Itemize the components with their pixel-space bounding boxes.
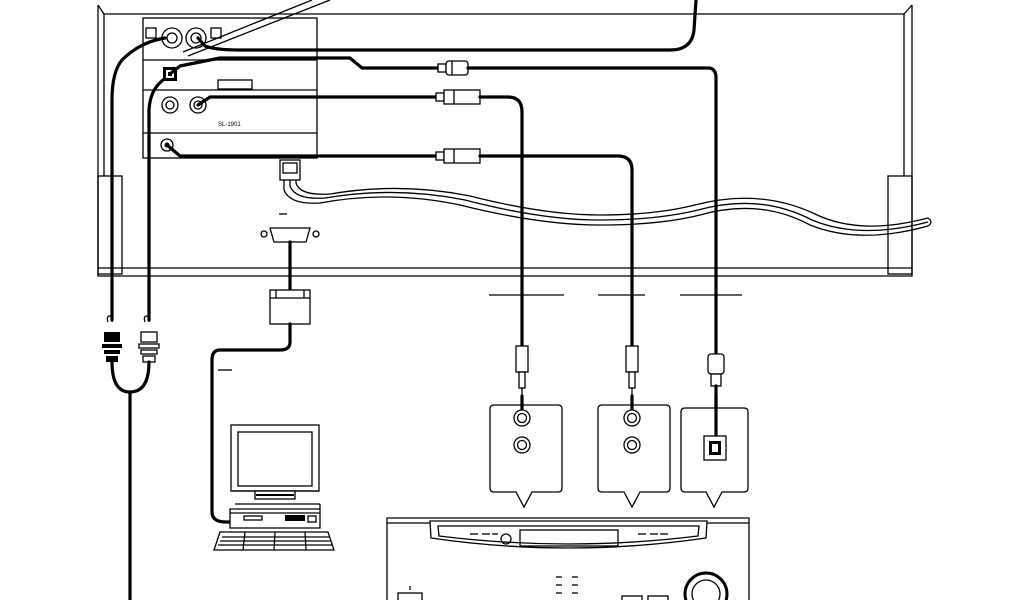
callout-optical[interactable] — [680, 394, 749, 509]
rca-plug-digital — [435, 148, 481, 164]
pc-cable — [210, 322, 292, 524]
power-plug-right — [138, 315, 160, 363]
terminal-panel — [142, 17, 318, 159]
rca-plug-mid-down — [625, 345, 639, 396]
serial-plug — [269, 289, 311, 325]
callout-digital-coax[interactable] — [597, 394, 671, 509]
rca-plug-analog — [435, 89, 481, 105]
receiver-buttons[interactable] — [621, 595, 669, 600]
computer-icon — [213, 424, 335, 551]
power-plug-left — [102, 315, 122, 362]
switch-slot[interactable] — [217, 79, 253, 90]
receiver-unit — [386, 517, 750, 600]
callout-analog[interactable] — [489, 394, 563, 509]
diagonal-lead — [182, 0, 331, 57]
power-cord-right — [147, 78, 165, 322]
optical-cable — [168, 56, 442, 76]
optical-plug-top — [437, 60, 469, 76]
power-cord-joined — [110, 360, 151, 394]
serial-connector[interactable] — [260, 213, 320, 243]
top-cable — [196, 0, 698, 52]
main-unit — [97, 4, 913, 277]
power-cord-left — [110, 36, 167, 322]
volume-knob[interactable] — [683, 571, 729, 600]
top-terminals[interactable] — [145, 27, 222, 49]
digital-cable — [165, 143, 438, 158]
panel-small-label: SL-1901 — [218, 122, 241, 128]
wavy-cable — [279, 159, 932, 236]
rca-plug-left-down — [515, 345, 529, 396]
analog-cable — [196, 95, 438, 107]
